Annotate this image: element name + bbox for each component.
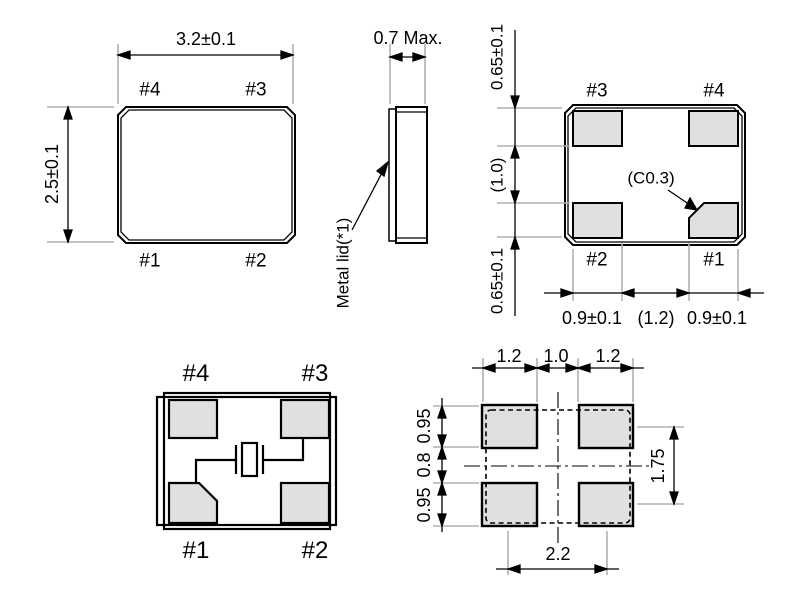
internal-view-pin2-label: #2 bbox=[301, 537, 329, 564]
bottom-view-pin4-label: #4 bbox=[703, 80, 725, 102]
land-pattern-extension-lines bbox=[433, 358, 684, 575]
side-view-outline bbox=[388, 106, 428, 244]
land-pattern-dimension-lines bbox=[437, 363, 679, 574]
bottom-view-dimension-lines bbox=[510, 30, 764, 316]
bottom-view-middle-gap-dim: (1.0) bbox=[487, 157, 507, 193]
land-pattern-horizontal-pitch-dim: 2.2 bbox=[545, 544, 571, 564]
land-pattern-vertical-pitch-dim: 1.75 bbox=[648, 448, 668, 484]
top-view-pin1-label: #1 bbox=[139, 250, 161, 272]
top-view-outline bbox=[117, 106, 296, 244]
bottom-view-pads bbox=[572, 110, 739, 239]
wire-to-pin1 bbox=[194, 458, 236, 482]
bottom-view-extension-lines bbox=[497, 107, 739, 301]
internal-view-pin1-label: #1 bbox=[182, 537, 210, 564]
top-view-dimension-lines bbox=[63, 50, 296, 245]
land-pattern-centerlines bbox=[464, 392, 653, 546]
side-view-thickness-dim: 0.7 Max. bbox=[373, 28, 443, 48]
internal-view-pin4-label: #4 bbox=[182, 360, 210, 387]
bottom-view-top-margin-dim: 0.65±0.1 bbox=[487, 23, 507, 91]
bottom-view-left-pad-width-dim: 0.9±0.1 bbox=[562, 308, 622, 328]
land-pattern-pads bbox=[480, 403, 635, 528]
wire-to-pin3 bbox=[263, 439, 305, 462]
internal-view-outline bbox=[155, 391, 338, 531]
top-view-height-dim: 2.5±0.1 bbox=[42, 144, 62, 204]
top-view-width-dim: 3.2±0.1 bbox=[176, 29, 236, 49]
chamfer-note: (C0.3) bbox=[627, 168, 675, 188]
top-view-extension-lines bbox=[47, 44, 294, 243]
land-pattern-pad-gap-dim: 1.0 bbox=[543, 346, 569, 366]
land-pattern-pad-width-right-dim: 1.2 bbox=[595, 346, 621, 366]
land-pattern-pad-height-bottom-dim: 0.95 bbox=[414, 487, 434, 523]
internal-view-pads bbox=[167, 398, 331, 525]
metal-lid-leader-line bbox=[351, 160, 390, 231]
land-pattern-row-gap-dim: 0.8 bbox=[414, 452, 434, 478]
chamfered-pad-1-internal bbox=[167, 481, 219, 525]
internal-view-pin3-label: #3 bbox=[301, 360, 329, 387]
top-view-pin3-label: #3 bbox=[245, 79, 267, 101]
bottom-view-pin3-label: #3 bbox=[586, 80, 608, 102]
top-view-pin2-label: #2 bbox=[245, 250, 267, 272]
land-pattern-pad-width-left-dim: 1.2 bbox=[496, 346, 522, 366]
side-view-dimension-lines bbox=[387, 52, 428, 62]
top-view-pin4-label: #4 bbox=[139, 79, 161, 101]
crystal-symbol bbox=[240, 441, 259, 478]
crystal-connection bbox=[194, 439, 305, 482]
land-pattern-pad-height-top-dim: 0.95 bbox=[414, 408, 434, 444]
chamfer-leader-line bbox=[667, 189, 699, 211]
bottom-view-bottom-margin-dim: 0.65±0.1 bbox=[487, 247, 507, 315]
side-view-extension-lines bbox=[389, 44, 426, 104]
bottom-view-right-pad-width-dim: 0.9±0.1 bbox=[687, 308, 747, 328]
metal-lid-label: Metal lid(*1) bbox=[333, 217, 353, 309]
bottom-view-pin1-label: #1 bbox=[703, 249, 725, 271]
bottom-view-center-gap-dim: (1.2) bbox=[637, 308, 675, 328]
chamfered-pad-1 bbox=[688, 202, 739, 239]
bottom-view-pin2-label: #2 bbox=[586, 249, 608, 271]
